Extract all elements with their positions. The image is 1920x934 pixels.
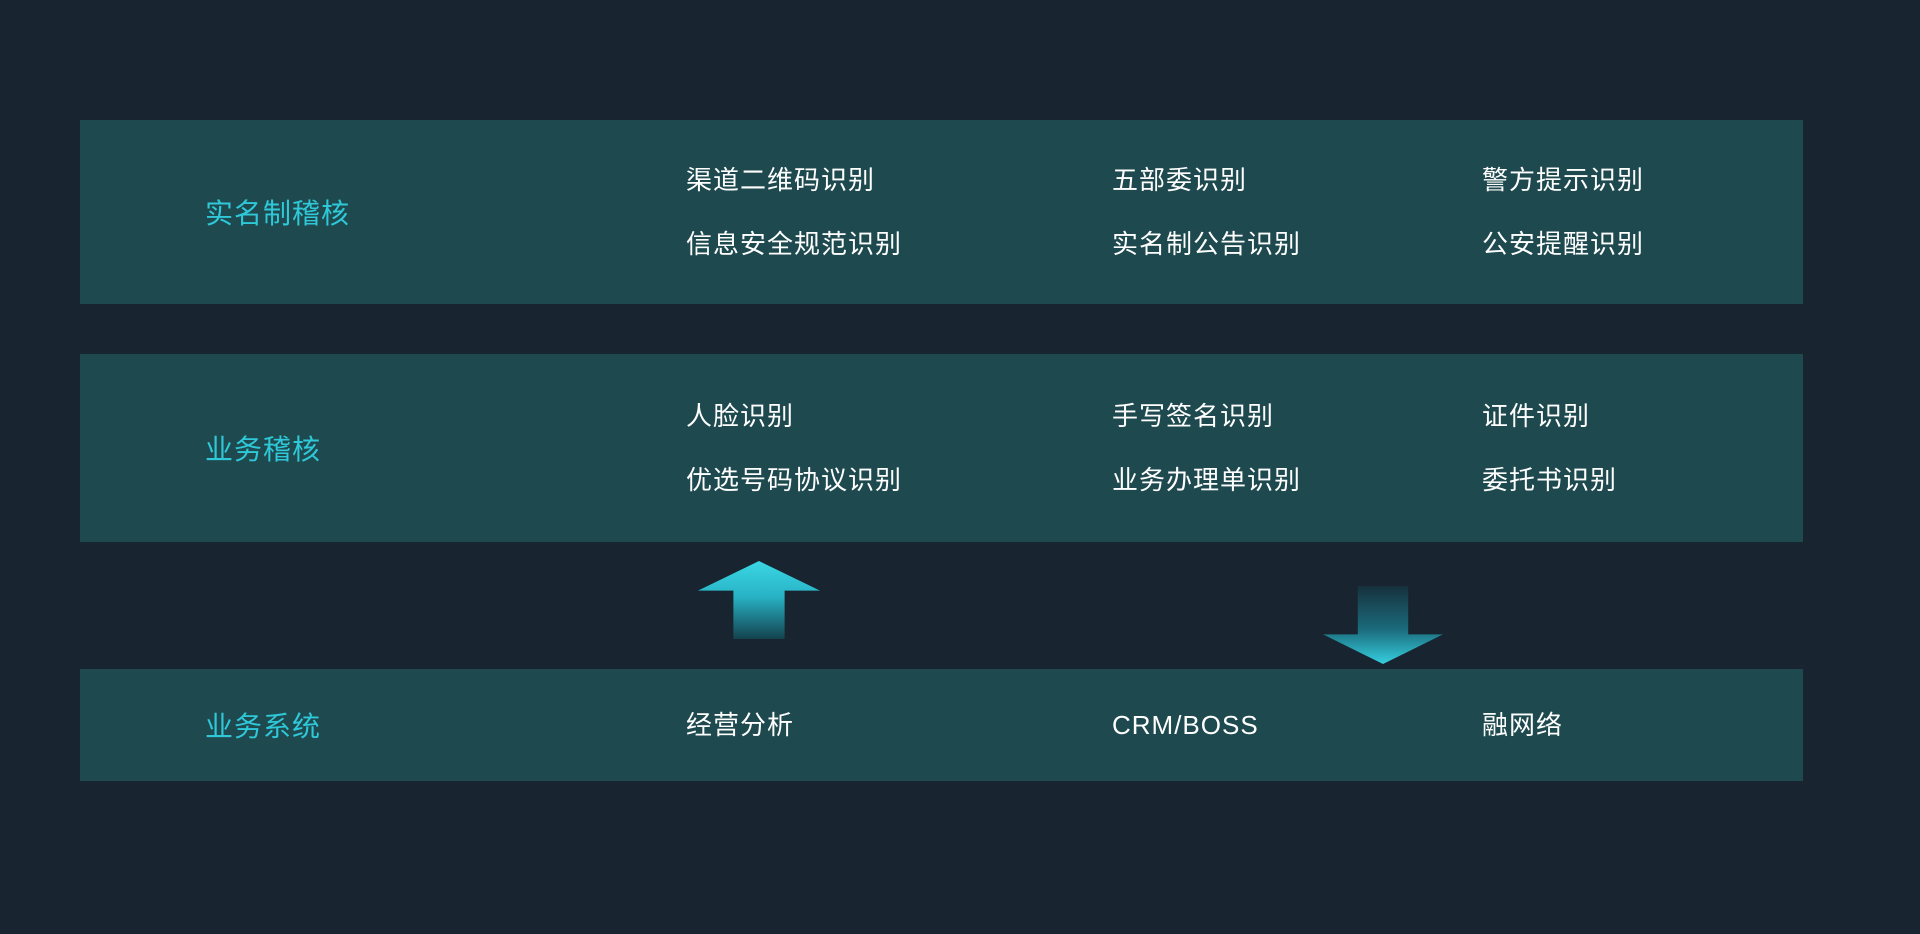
arrow-down-icon [1323, 586, 1443, 664]
band-business-audit-column-2: 手写签名识别 业务办理单识别 [1112, 403, 1482, 493]
band-business-audit: 业务稽核 人脸识别 优选号码协议识别 手写签名识别 业务办理单识别 证件识别 委… [80, 354, 1803, 542]
system-item: CRM/BOSS [1112, 710, 1259, 740]
band-realname-audit-column-3: 警方提示识别 公安提醒识别 [1482, 167, 1803, 257]
band-business-systems-column-2: CRM/BOSS [1112, 712, 1482, 738]
band-realname-audit-column-2: 五部委识别 实名制公告识别 [1112, 167, 1482, 257]
band-realname-audit-column-1: 渠道二维码识别 信息安全规范识别 [686, 167, 1112, 257]
band-business-audit-label: 业务稽核 [205, 434, 322, 465]
feature-item: 公安提醒识别 [1482, 229, 1645, 259]
band-business-systems-label: 业务系统 [205, 711, 322, 742]
band-realname-audit: 实名制稽核 渠道二维码识别 信息安全规范识别 五部委识别 实名制公告识别 警方提… [80, 120, 1803, 304]
band-business-systems: 业务系统 经营分析 CRM/BOSS 融网络 [80, 669, 1803, 781]
feature-item: 手写签名识别 [1112, 401, 1275, 431]
feature-item: 实名制公告识别 [1112, 229, 1302, 259]
feature-item: 优选号码协议识别 [686, 465, 903, 495]
feature-item: 信息安全规范识别 [686, 229, 903, 259]
band-business-audit-column-1: 人脸识别 优选号码协议识别 [686, 403, 1112, 493]
system-item: 融网络 [1482, 710, 1564, 740]
feature-item: 证件识别 [1482, 401, 1591, 431]
system-item: 经营分析 [686, 710, 795, 740]
band-realname-audit-label: 实名制稽核 [205, 198, 351, 229]
feature-item: 渠道二维码识别 [686, 165, 876, 195]
feature-item: 警方提示识别 [1482, 165, 1645, 195]
feature-item: 人脸识别 [686, 401, 795, 431]
band-business-systems-column-1: 经营分析 [686, 712, 1112, 738]
band-business-systems-column-3: 融网络 [1482, 712, 1803, 738]
feature-item: 委托书识别 [1482, 465, 1618, 495]
feature-item: 五部委识别 [1112, 165, 1248, 195]
arrow-up-icon [698, 561, 820, 639]
feature-item: 业务办理单识别 [1112, 465, 1302, 495]
band-business-audit-column-3: 证件识别 委托书识别 [1482, 403, 1803, 493]
